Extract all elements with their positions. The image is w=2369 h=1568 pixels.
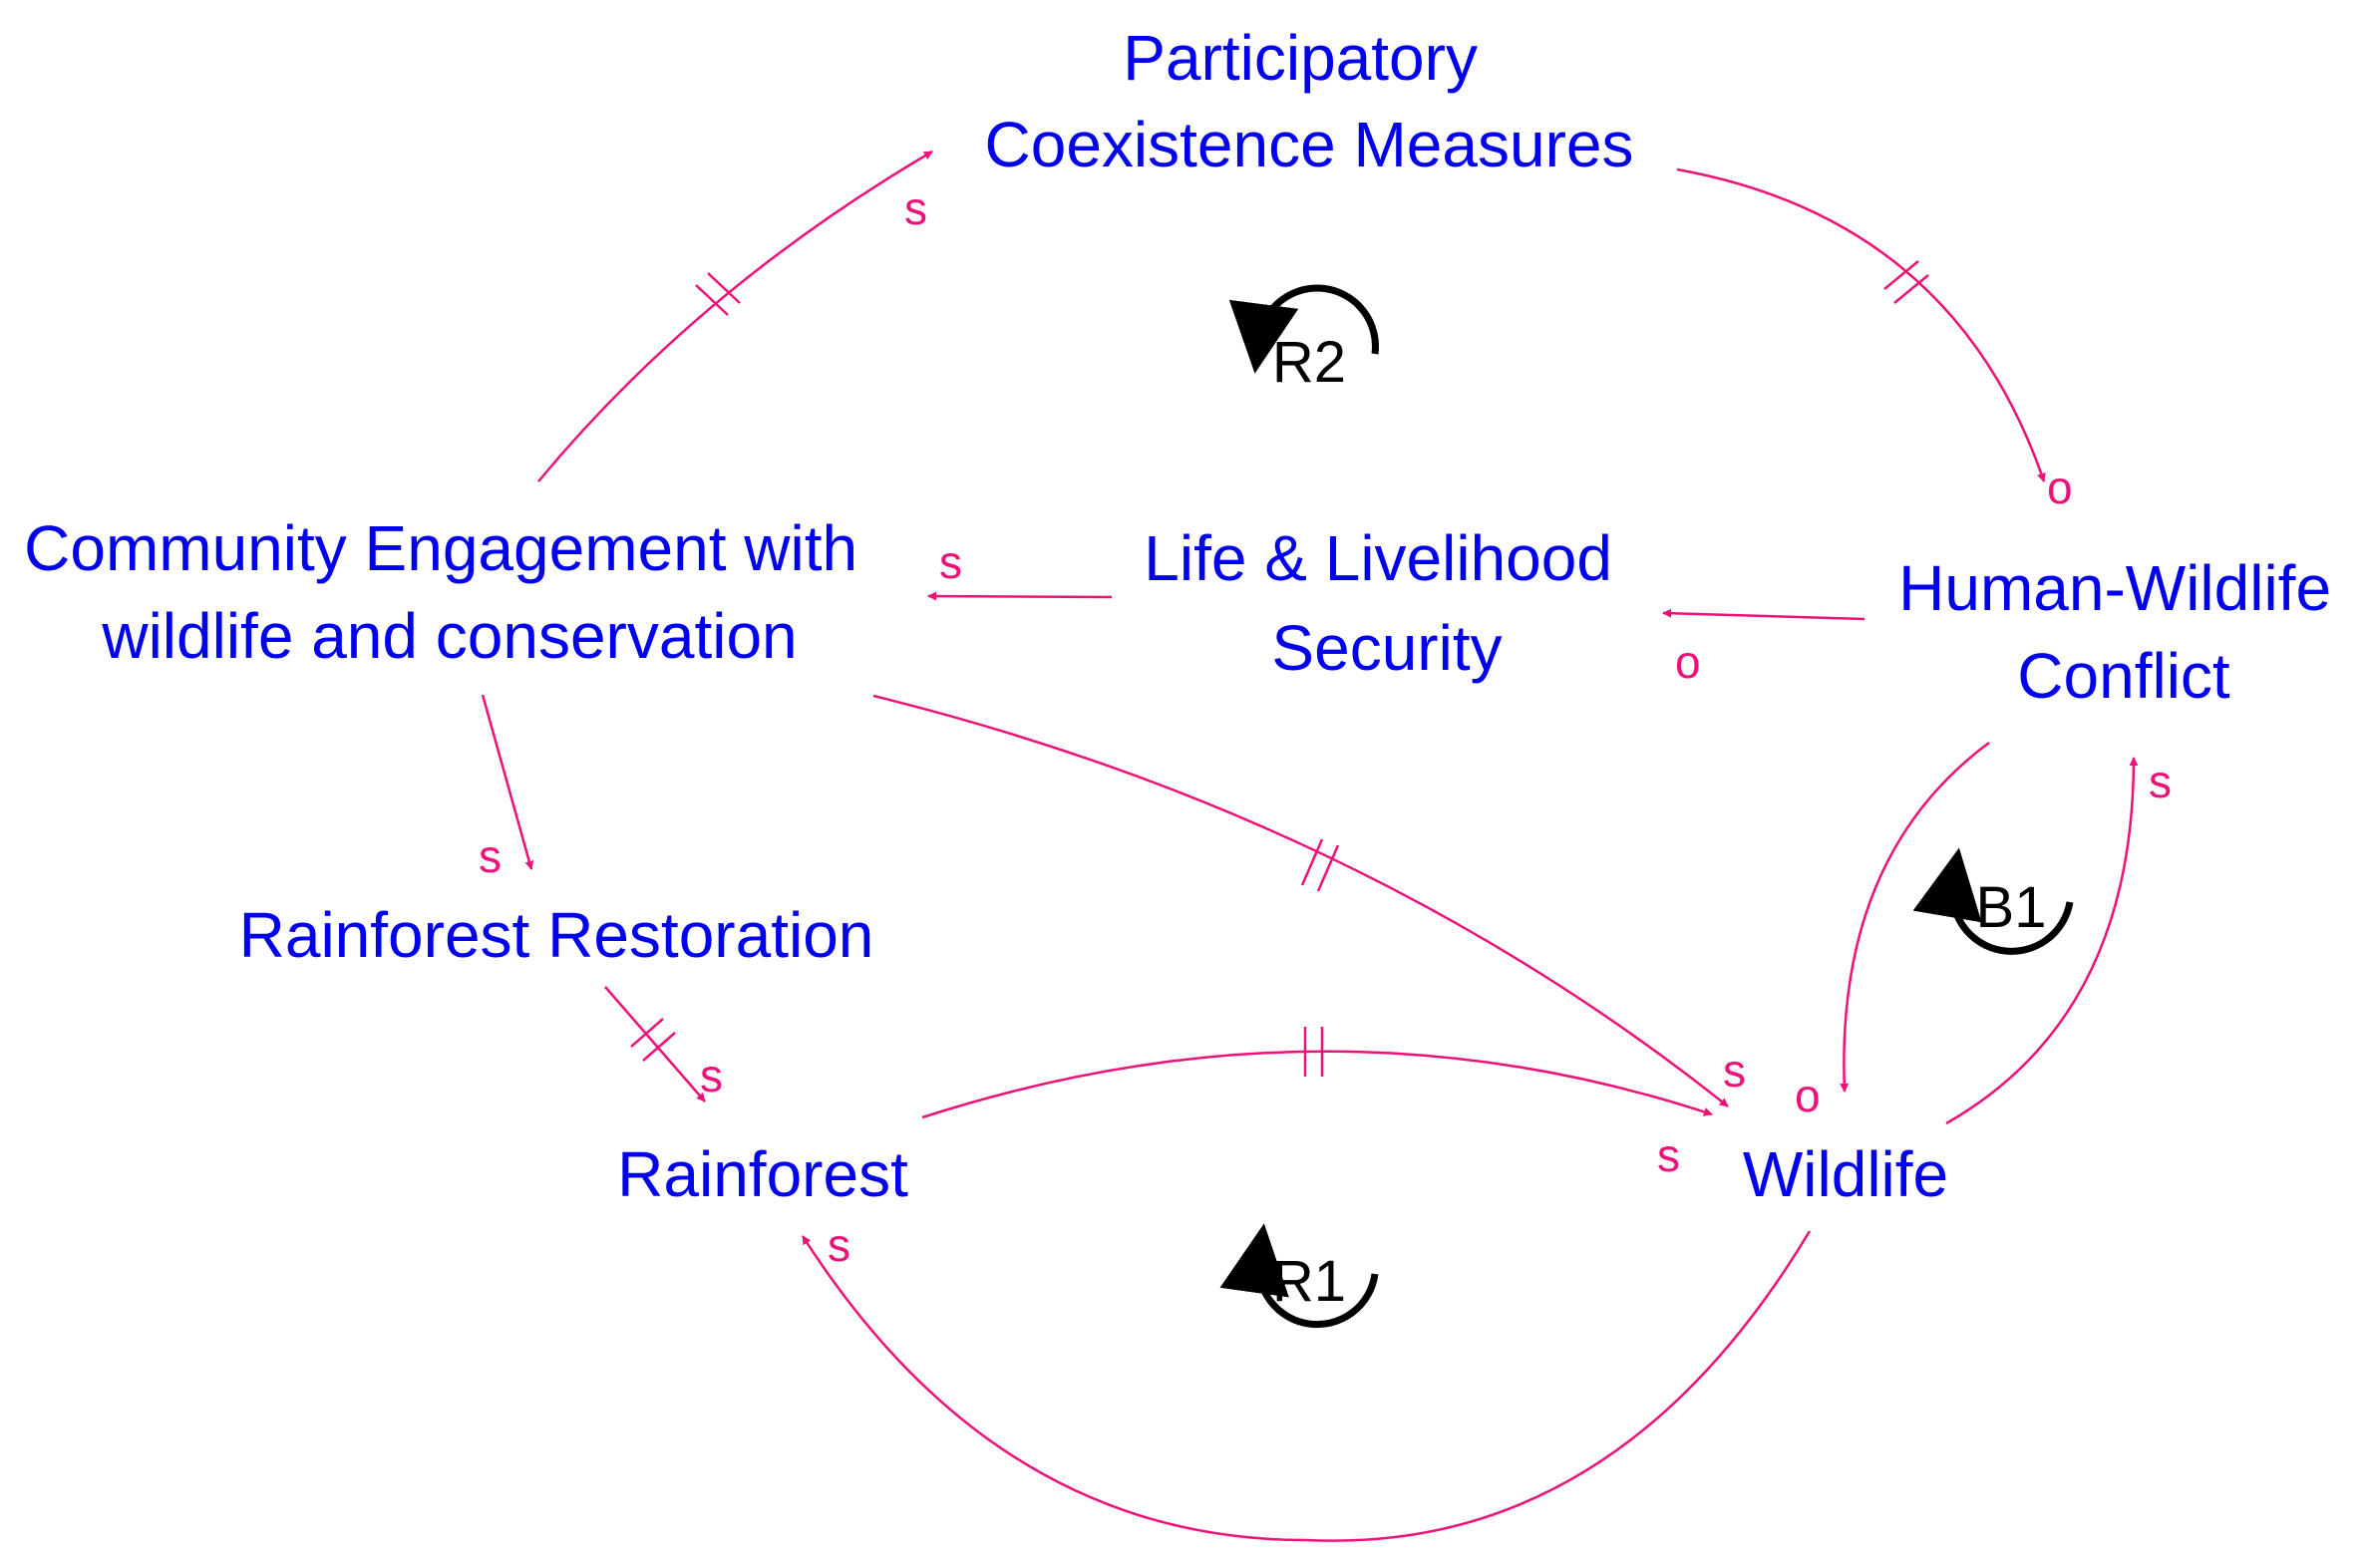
node-livelihood-line-1: Life & Livelihood: [1144, 522, 1612, 594]
node-community-line-2: wildlife and conservation: [101, 600, 797, 672]
node-livelihood-line-2: Security: [1271, 612, 1502, 684]
polarity-hwc-wildlife: o: [1795, 1070, 1821, 1121]
node-wildlife: Wildlife: [1743, 1138, 1948, 1210]
node-human-wildlife-conflict: Human-Wildlife Conflict: [1898, 552, 2349, 712]
polarity-markers: s o o s s s s s s o s: [479, 182, 2172, 1271]
node-hwc-line-2: Conflict: [2017, 640, 2230, 712]
polarity-wildlife-rainforest: s: [828, 1219, 850, 1271]
delay-mark-community-participatory: [695, 272, 741, 316]
polarity-restoration-rainforest: s: [700, 1050, 723, 1101]
link-community-to-participatory: [537, 150, 933, 482]
link-wildlife-to-rainforest: [801, 1230, 1812, 1542]
link-community-to-restoration: [481, 694, 534, 870]
link-wildlife-to-hwc: [1945, 757, 2139, 1125]
link-restoration-to-rainforest: [604, 986, 706, 1102]
delay-mark-rainforest-wildlife: [1303, 1027, 1324, 1077]
loop-b1-arc: [1912, 847, 2074, 955]
loop-r1-label: R1: [1272, 1249, 1346, 1314]
loop-b1-label: B1: [1976, 875, 2047, 940]
loop-r2-label: R2: [1272, 330, 1346, 395]
node-hwc-line-1: Human-Wildlife: [1898, 552, 2331, 624]
loop-b1: B1: [1912, 847, 2074, 955]
polarity-participatory-hwc: o: [2047, 462, 2073, 513]
node-rainforest-restoration: Rainforest Restoration: [239, 899, 874, 971]
loop-r2: R2: [1228, 284, 1379, 395]
link-rainforest-to-wildlife: [921, 1050, 1713, 1119]
node-participatory-line-1: Participatory: [1123, 22, 1478, 94]
polarity-hwc-livelihood: o: [1675, 636, 1701, 688]
delay-mark-community-wildlife: [1300, 838, 1340, 892]
loop-r1: R1: [1219, 1223, 1379, 1329]
node-participatory-coexistence-measures: Participatory Coexistence Measures: [985, 22, 1634, 180]
loop-r2-arc: [1228, 284, 1379, 374]
link-community-to-wildlife: [872, 694, 1729, 1107]
delay-mark-participatory-hwc: [1883, 260, 1929, 304]
node-life-livelihood-security: Life & Livelihood Security: [1144, 522, 1629, 684]
polarity-livelihood-community: s: [939, 536, 962, 588]
link-hwc-to-wildlife: [1840, 741, 1990, 1093]
polarity-community-wildlife: s: [1723, 1045, 1746, 1097]
polarity-wildlife-hwc: s: [2149, 756, 2172, 807]
nodes: Participatory Coexistence Measures Commu…: [24, 22, 2349, 1210]
node-community-line-1: Community Engagement with: [24, 512, 857, 584]
node-community-engagement: Community Engagement with wildlife and c…: [24, 512, 875, 672]
loop-r1-arc: [1219, 1223, 1379, 1329]
polarity-community-restoration: s: [479, 830, 502, 882]
link-livelihood-to-community: [927, 591, 1113, 601]
node-rainforest: Rainforest: [617, 1138, 908, 1210]
polarity-community-participatory: s: [904, 182, 927, 234]
polarity-rainforest-wildlife: s: [1657, 1129, 1680, 1181]
links: [481, 150, 2139, 1542]
node-participatory-line-2: Coexistence Measures: [985, 109, 1634, 180]
delay-mark-restoration-rainforest: [630, 1018, 676, 1062]
link-participatory-to-hwc: [1676, 167, 2046, 482]
link-hwc-to-livelihood: [1662, 608, 1865, 621]
